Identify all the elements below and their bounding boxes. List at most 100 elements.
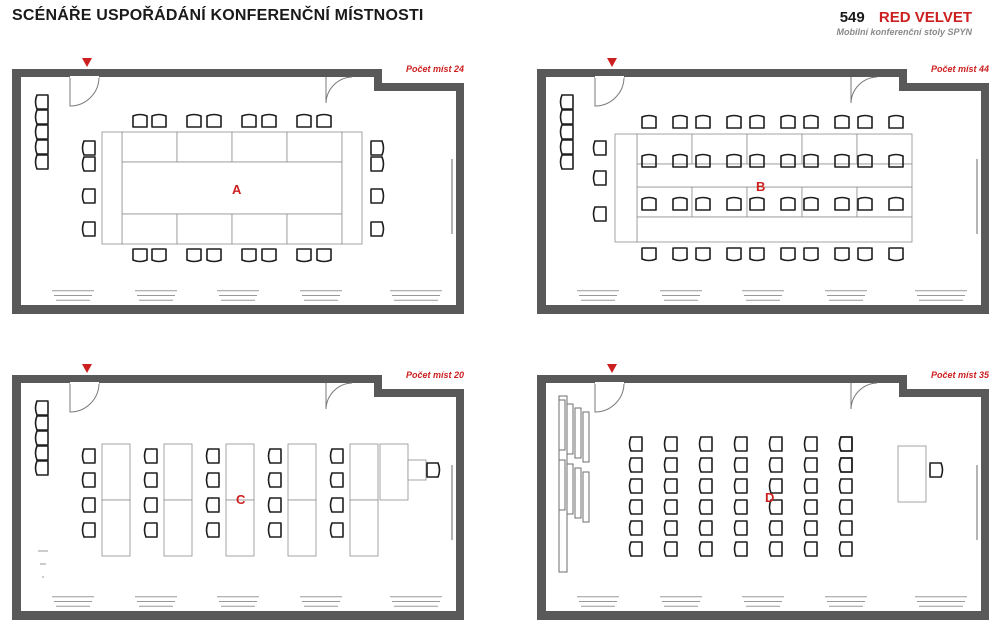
chair-frame (888, 196, 904, 211)
chair-icon (834, 196, 850, 211)
door-swing-icon (69, 382, 100, 413)
door-swing-icon (325, 382, 353, 410)
chair-icon (641, 153, 657, 168)
chair-frame (628, 541, 643, 557)
chair-frame (34, 460, 49, 476)
wall (899, 389, 989, 397)
chair-icon (81, 448, 96, 464)
chair-icon (733, 541, 748, 557)
chair-icon (672, 153, 688, 168)
chair-icon (296, 248, 312, 263)
chair-icon (733, 436, 748, 452)
chair-frame (698, 499, 713, 515)
chair-frame (698, 520, 713, 536)
chair-icon (663, 436, 678, 452)
chair-frame (803, 457, 818, 473)
wall (899, 375, 907, 395)
chair-frame (34, 415, 49, 431)
layout-panel-a: Počet míst 24 A (12, 58, 472, 314)
chair-frame (726, 153, 742, 168)
chair-icon (838, 457, 853, 473)
chair-icon (768, 457, 783, 473)
chair-icon (834, 247, 850, 262)
chair-frame (641, 196, 657, 211)
chair-frame (768, 520, 783, 536)
chair-icon (261, 113, 277, 128)
door-swing-icon (325, 76, 353, 104)
chair-icon (241, 113, 257, 128)
chair-frame (186, 248, 202, 263)
chair-frame (267, 497, 282, 513)
chair-icon (143, 448, 158, 464)
chair-frame (34, 139, 49, 155)
chair-icon (733, 520, 748, 536)
table (636, 216, 913, 243)
chair-frame (749, 114, 765, 129)
chair-frame (768, 457, 783, 473)
table (287, 499, 317, 557)
chair-frame (726, 114, 742, 129)
wall (12, 375, 374, 383)
chair-frame (695, 196, 711, 211)
chair-frame (143, 497, 158, 513)
table (614, 133, 638, 243)
chair-frame (672, 114, 688, 129)
chair-frame (34, 124, 49, 140)
room-subtitle: Mobilní konferenční stoly SPYN (836, 27, 972, 37)
table (407, 459, 427, 481)
table (101, 131, 123, 245)
chair-icon (749, 114, 765, 129)
chair-frame (316, 248, 332, 263)
chair-frame (132, 248, 148, 263)
chair-frame (663, 436, 678, 452)
chair-icon (592, 206, 607, 222)
chair-frame (726, 196, 742, 211)
chair-frame (888, 153, 904, 168)
room-line: 549 RED VELVET (836, 9, 972, 26)
layout-letter-a: A (232, 182, 242, 197)
table (286, 131, 343, 163)
chair-frame (803, 520, 818, 536)
chair-icon (559, 94, 574, 110)
chair-icon (592, 170, 607, 186)
chair-frame (780, 114, 796, 129)
chair-icon (803, 247, 819, 262)
chair-frame (838, 478, 853, 494)
chair-icon (857, 153, 873, 168)
chair-icon (329, 522, 344, 538)
chair-icon (206, 248, 222, 263)
chair-icon (205, 497, 220, 513)
chair-frame (695, 153, 711, 168)
chair-icon (749, 247, 765, 262)
entrance-arrow-icon (607, 364, 617, 373)
wall (537, 69, 899, 77)
chair-icon (698, 520, 713, 536)
chair-icon (803, 153, 819, 168)
chair-frame (267, 522, 282, 538)
chair-frame (151, 113, 167, 128)
chair-icon (370, 188, 385, 204)
chair-icon (698, 499, 713, 515)
chair-frame (267, 448, 282, 464)
stacked-chair-icon (582, 471, 590, 523)
chair-icon (34, 430, 49, 446)
table (163, 443, 193, 501)
chair-icon (838, 541, 853, 557)
chair-icon (205, 472, 220, 488)
chair-frame (768, 541, 783, 557)
chair-frame (803, 247, 819, 262)
chair-frame (768, 499, 783, 515)
chair-icon (641, 196, 657, 211)
chair-frame (780, 153, 796, 168)
chair-icon (672, 196, 688, 211)
chair-icon (695, 247, 711, 262)
chair-icon (663, 499, 678, 515)
chair-icon (34, 154, 49, 170)
chair-frame (733, 520, 748, 536)
room-number: 549 (839, 9, 865, 26)
chair-frame (803, 436, 818, 452)
chair-frame (780, 247, 796, 262)
chair-frame (205, 522, 220, 538)
wall (12, 375, 21, 620)
chair-frame (329, 472, 344, 488)
